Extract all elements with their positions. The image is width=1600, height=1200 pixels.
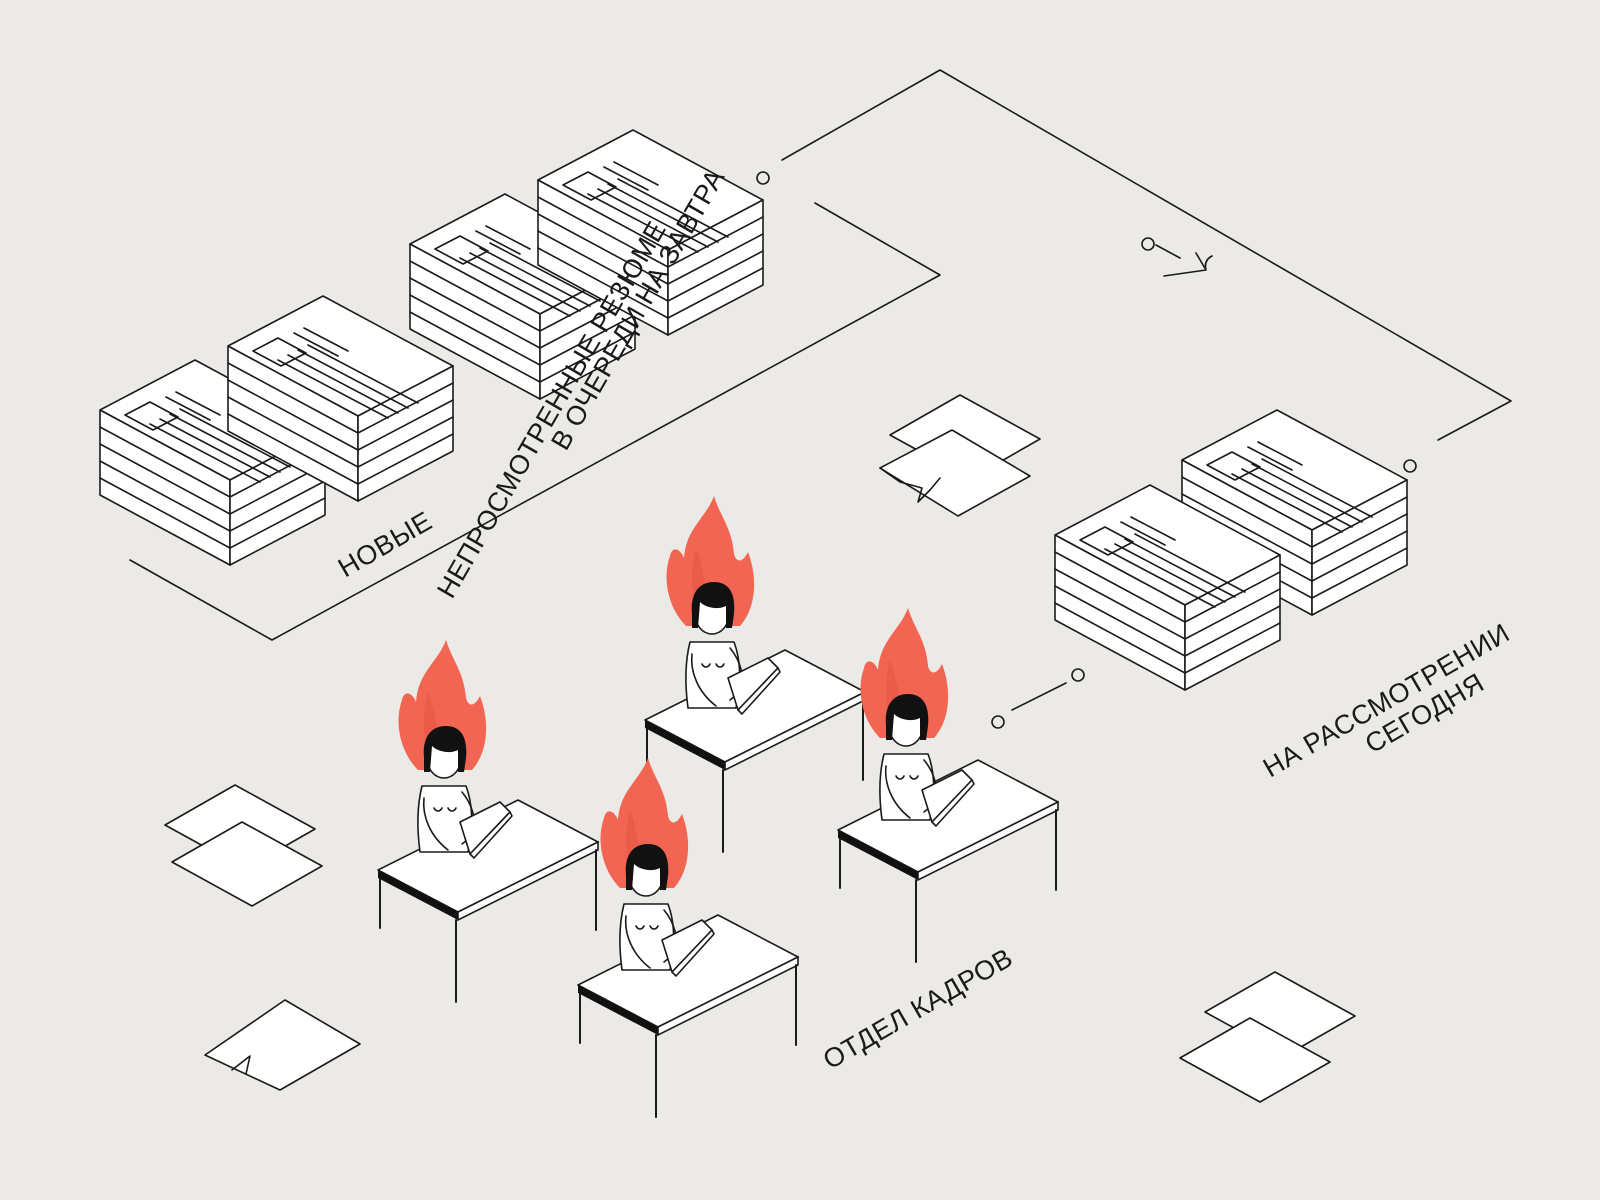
flow-node-review-end xyxy=(1403,459,1417,473)
flow-arrow-icon xyxy=(1163,252,1213,277)
worker-front xyxy=(599,757,715,977)
bracket-unviewed-resumes xyxy=(129,202,941,641)
loose-sheet-bottom-left xyxy=(204,999,361,1091)
flow-line-review-to-hr xyxy=(1011,682,1067,711)
flow-node-arrow xyxy=(1141,237,1155,251)
loose-sheet-top-2 xyxy=(879,429,1031,517)
worker-right xyxy=(859,607,975,827)
worker-back xyxy=(665,495,781,715)
worker-left xyxy=(397,639,513,859)
flow-line-queue-to-review xyxy=(781,69,1512,441)
flow-line-arrow-stem xyxy=(1155,244,1181,259)
flow-node-review-a xyxy=(1071,668,1085,682)
label-hr-department: ОТДЕЛ КАДРОВ xyxy=(818,942,1018,1075)
label-new: НОВЫЕ xyxy=(333,506,437,583)
flow-node-review-b xyxy=(991,715,1005,729)
flow-node-queue-start xyxy=(756,171,770,185)
